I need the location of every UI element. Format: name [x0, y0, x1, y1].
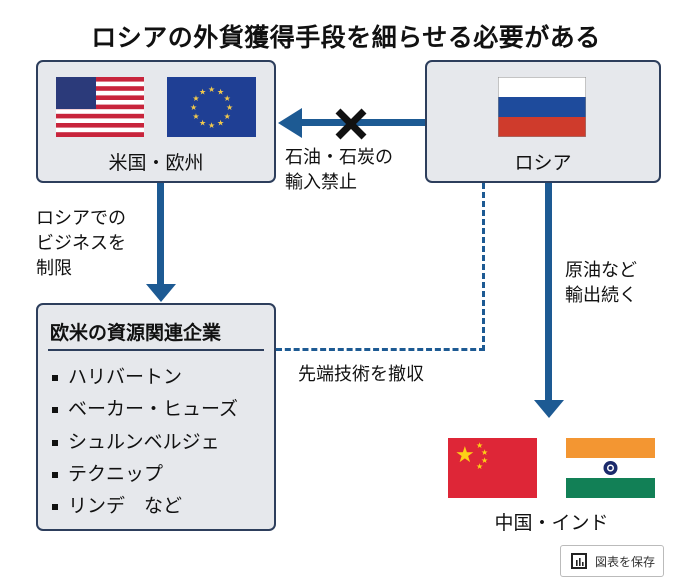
eu-star: ★ — [217, 87, 224, 96]
restrict-line2: ビジネスを — [36, 233, 126, 254]
export-arrow — [545, 183, 552, 403]
eu-star: ★ — [224, 94, 231, 103]
india-flag-icon — [566, 438, 655, 498]
eu-star: ★ — [199, 87, 206, 96]
company-item: ベーカー・ヒューズ — [52, 394, 238, 421]
restrict-arrow — [157, 183, 164, 287]
company-item: シュルンベルジェ — [52, 427, 220, 454]
save-chart-button[interactable]: 図表を保存 — [560, 545, 664, 577]
svg-text:★: ★ — [476, 441, 483, 450]
company-item: ハリバートン — [52, 362, 182, 389]
import-arrow — [296, 119, 425, 126]
svg-text:★: ★ — [481, 456, 488, 465]
company-item: リンデ など — [52, 491, 182, 518]
svg-text:★: ★ — [476, 462, 483, 471]
chart-icon — [571, 553, 587, 569]
us-flag-icon — [56, 77, 144, 137]
russia-label: ロシア — [514, 152, 572, 174]
withdraw-line-vertical — [482, 183, 485, 351]
asia-label: 中国・インド — [494, 512, 609, 534]
russia-box: ロシア — [425, 60, 661, 183]
eu-star: ★ — [208, 85, 215, 94]
arrowhead-left-icon — [278, 108, 302, 138]
svg-text:★: ★ — [481, 448, 488, 457]
west-label: 米国・欧州 — [108, 152, 204, 174]
restrict-line1: ロシアでの — [36, 208, 126, 229]
ban-line2: 輸入禁止 — [285, 172, 357, 193]
ban-line1: 石油・石炭の — [285, 147, 393, 168]
companies-box: 欧米の資源関連企業 ハリバートン ベーカー・ヒューズ シュルンベルジェ テクニッ… — [36, 303, 276, 531]
eu-star: ★ — [226, 103, 233, 112]
eu-star: ★ — [224, 112, 231, 121]
eu-star: ★ — [208, 121, 215, 130]
ban-text: 石油・石炭の輸入禁止 — [285, 145, 393, 195]
company-item: テクニップ — [52, 459, 163, 486]
restrict-line3: 制限 — [36, 258, 72, 279]
restrict-text: ロシアでのビジネスを制限 — [36, 206, 126, 281]
export-line2: 輸出続く — [565, 285, 637, 306]
page-title: ロシアの外貨獲得手段を細らせる必要がある — [91, 23, 601, 52]
export-text: 原油など輸出続く — [565, 258, 637, 308]
eu-flag-icon: ★★★★★★★★★★★★ — [167, 77, 256, 137]
save-label: 図表を保存 — [595, 554, 656, 569]
withdraw-text: 先端技術を撤収 — [298, 364, 424, 385]
eu-star: ★ — [190, 103, 197, 112]
svg-text:★: ★ — [455, 443, 475, 468]
eu-star: ★ — [199, 119, 206, 128]
eu-star: ★ — [192, 112, 199, 121]
eu-star: ★ — [217, 119, 224, 128]
eu-star: ★ — [192, 94, 199, 103]
arrowhead-down-icon — [146, 284, 176, 302]
russia-flag-icon — [498, 77, 586, 137]
west-box: ★★★★★★★★★★★★ 米国・欧州 — [36, 60, 276, 183]
withdraw-line-horizontal — [276, 348, 485, 351]
arrowhead-down-icon — [534, 400, 564, 418]
companies-header: 欧米の資源関連企業 — [50, 322, 222, 344]
cross-icon — [335, 108, 367, 140]
export-line1: 原油など — [565, 260, 637, 281]
divider — [48, 349, 264, 351]
china-flag-icon: ★ ★★★★ — [448, 438, 537, 498]
